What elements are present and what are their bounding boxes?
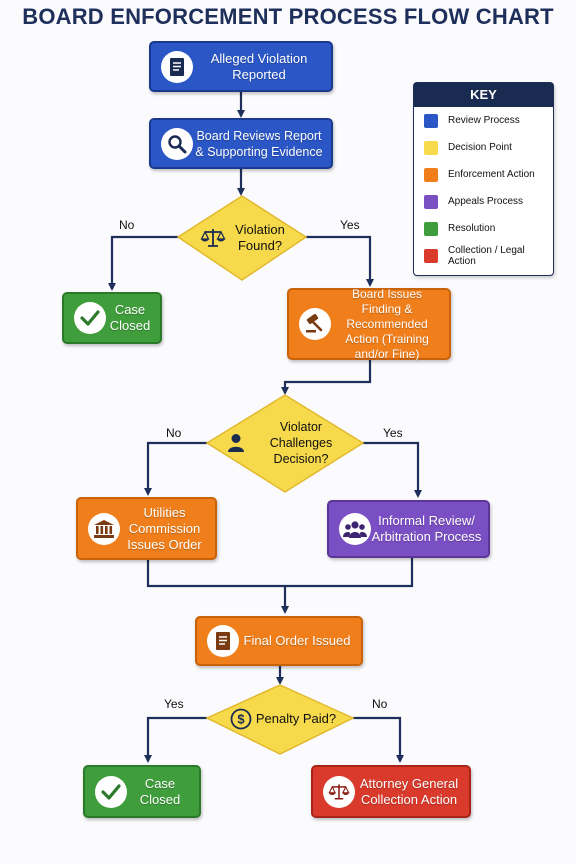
legend-item: Decision Point [414, 134, 553, 161]
utilities-commission-node: Utilities Commission Issues Order [76, 497, 217, 560]
svg-text:$: $ [237, 712, 245, 727]
legend-label: Appeals Process [448, 196, 524, 207]
edge-label-violation-yes: Yes [340, 218, 360, 232]
alleged-violation-label: Alleged Violation Reported [210, 50, 308, 82]
scales-icon [200, 227, 226, 249]
magnifier-icon [161, 127, 193, 160]
case-closed-node-2: Case Closed [83, 765, 201, 818]
penalty-paid-label-group: $ Penalty Paid? [228, 706, 338, 732]
edge-violation-no [108, 235, 178, 291]
board-reviews-node: Board Reviews Report & Supporting Eviden… [149, 118, 333, 169]
edge-violation-yes [306, 235, 374, 287]
document-icon [161, 50, 193, 83]
legend-swatch [424, 113, 438, 128]
legend-item: Enforcement Action [414, 161, 553, 188]
legend-key: KEY Review Process Decision Point Enforc… [413, 82, 554, 276]
checkmark-icon [95, 775, 127, 808]
legend-item: Review Process [414, 107, 553, 134]
utilities-commission-label: Utilities Commission Issues Order [127, 504, 202, 552]
edge-label-challenge-yes: Yes [383, 426, 403, 440]
edge-label-penalty-no: No [372, 697, 388, 711]
decision-penalty-paid [205, 684, 355, 755]
legend-item: Collection / Legal Action [414, 242, 553, 269]
violator-challenges-label-group: Violator Challenges Decision? [225, 420, 355, 466]
board-issues-label: Board Issues Finding & Recommended Actio… [345, 286, 429, 361]
penalty-paid-label: Penalty Paid? [255, 711, 337, 726]
case-closed-label-1: Case Closed [109, 302, 151, 333]
violator-challenges-label: Violator Challenges Decision? [269, 420, 333, 466]
violation-found-label-group: Violation Found? [190, 222, 300, 254]
building-icon [88, 512, 120, 545]
legend-label: Collection / Legal Action [448, 244, 525, 267]
edge-commission-to-merge [146, 560, 285, 588]
page-title: BOARD ENFORCEMENT PROCESS FLOW CHART [22, 4, 554, 29]
scales-icon [323, 775, 355, 808]
informal-review-node: Informal Review/ Arbitration Process [327, 500, 490, 558]
board-issues-node: Board Issues Finding & Recommended Actio… [287, 286, 451, 361]
decision-violation-found [176, 195, 308, 281]
alleged-violation-node: Alleged Violation Reported [149, 41, 333, 92]
legend-label: Review Process [448, 115, 520, 126]
final-order-node: Final Order Issued [195, 616, 363, 666]
informal-review-label: Informal Review/ Arbitration Process [371, 513, 482, 544]
legend-swatch [424, 140, 438, 155]
legend-item: Appeals Process [414, 188, 553, 215]
legend-swatch [424, 248, 438, 263]
edge-label-penalty-yes: Yes [164, 697, 184, 711]
checkmark-icon [74, 302, 106, 334]
gavel-icon [299, 308, 331, 340]
board-reviews-label: Board Reviews Report & Supporting Eviden… [195, 128, 323, 159]
edge-review-to-merge [285, 558, 414, 588]
legend-label: Resolution [448, 223, 496, 234]
case-closed-label-2: Case Closed [139, 775, 181, 807]
legend-swatch [424, 194, 438, 209]
edge-label-challenge-no: No [166, 426, 182, 440]
person-icon [227, 433, 245, 453]
edge-penalty-no [353, 716, 404, 763]
dollar-icon: $ [230, 708, 252, 730]
legend-item: Resolution [414, 215, 553, 242]
legend-swatch [424, 221, 438, 236]
legend-swatch [424, 167, 438, 182]
edge-penalty-yes [144, 716, 207, 763]
edge-challenge-no [144, 441, 207, 496]
attorney-general-label: Attorney General Collection Action [359, 775, 459, 807]
legend-label: Enforcement Action [448, 169, 535, 180]
final-order-label: Final Order Issued [243, 633, 351, 648]
violation-found-label: Violation Found? [235, 222, 285, 253]
case-closed-node-1: Case Closed [62, 292, 162, 344]
edge-finding-to-challenge [281, 360, 372, 395]
attorney-general-node: Attorney General Collection Action [311, 765, 471, 818]
legend-title: KEY [414, 83, 553, 107]
group-icon [339, 513, 371, 545]
edge-challenge-yes [363, 441, 422, 498]
decision-violator-challenges [205, 394, 365, 493]
edge-label-violation-no: No [119, 218, 135, 232]
document-icon [207, 625, 239, 657]
legend-label: Decision Point [448, 142, 512, 153]
